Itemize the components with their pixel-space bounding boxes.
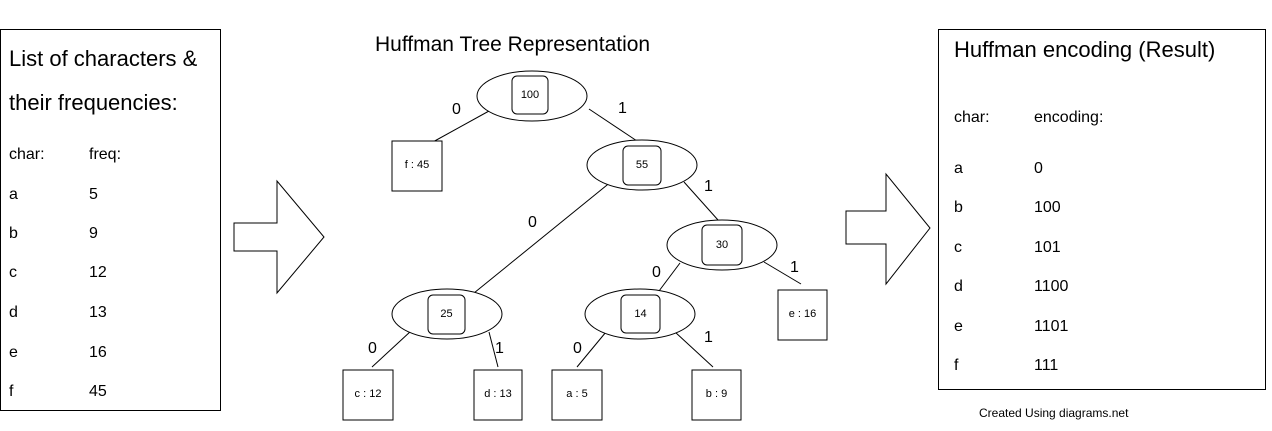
- freq-row-char: d: [9, 304, 18, 321]
- tree-edge: [683, 181, 719, 221]
- tree-edge: [763, 261, 802, 285]
- freq-row-value: 13: [89, 304, 107, 321]
- edge-label: 0: [573, 340, 582, 357]
- edge-label: 1: [618, 100, 627, 117]
- arrow-right-icon: [845, 172, 931, 286]
- tree-node-box: [511, 75, 549, 115]
- freq-row-value: 12: [89, 264, 107, 281]
- encoding-column-header: encoding:: [1034, 109, 1104, 126]
- char-column-header: char:: [954, 109, 990, 126]
- tree-node-box: [622, 145, 662, 186]
- freq-row-char: e: [9, 344, 18, 361]
- tree-edge: [488, 331, 499, 368]
- tree-leaf-label: b : 9: [705, 388, 728, 400]
- tree-edges: [371, 108, 802, 368]
- arrow-right-icon: [233, 179, 325, 295]
- tree-leaf-box: [777, 289, 828, 341]
- tree-edge: [674, 331, 714, 368]
- freq-row-value: 16: [89, 344, 107, 361]
- encoding-row-char: f: [954, 357, 959, 374]
- tree-node-label: 30: [715, 239, 729, 251]
- tree-node-box: [427, 294, 466, 335]
- tree-leaf-label: a : 5: [566, 388, 588, 400]
- footer-credit: Created Using diagrams.net: [979, 406, 1129, 420]
- tree-node-label: 25: [440, 308, 453, 320]
- edge-label: 1: [704, 178, 713, 195]
- freq-column-header: freq:: [89, 146, 122, 163]
- encoding-row-code: 0: [1034, 160, 1043, 177]
- freq-row-char: f: [9, 383, 14, 400]
- encoding-panel-title: Huffman encoding (Result): [954, 37, 1216, 62]
- tree-node-box: [701, 224, 743, 266]
- tree-edge: [588, 108, 641, 144]
- edge-label: 0: [452, 101, 461, 118]
- tree-leaf-label: e : 16: [788, 308, 817, 320]
- frequency-panel-title-line2: their frequencies:: [9, 90, 178, 115]
- tree-edge: [430, 110, 490, 144]
- freq-row-value: 9: [89, 225, 98, 242]
- tree-edge: [576, 331, 607, 368]
- tree-leaf-label: f : 45: [404, 159, 430, 171]
- encoding-row-code: 100: [1034, 199, 1061, 216]
- encoding-row-char: b: [954, 199, 963, 216]
- edge-label: 0: [652, 264, 661, 281]
- tree-leaf-box: [391, 140, 443, 192]
- tree-node-label: 55: [635, 159, 649, 171]
- tree-leaf-box: [551, 369, 603, 421]
- edge-label: 1: [704, 329, 713, 346]
- freq-row-char: c: [9, 264, 17, 281]
- tree-leaf-label: d : 13: [484, 388, 512, 400]
- encoding-panel: [938, 29, 1266, 390]
- encoding-row-char: a: [954, 160, 963, 177]
- freq-row-value: 5: [89, 186, 98, 203]
- encoding-row-char: d: [954, 278, 963, 295]
- tree-leaf-label: c : 12: [354, 388, 382, 400]
- tree-edge: [658, 262, 681, 292]
- frequency-panel: [0, 29, 221, 411]
- tree-edge: [473, 180, 613, 294]
- edge-label: 0: [528, 214, 537, 231]
- tree-node-label: 14: [634, 308, 647, 320]
- tree-node-box: [620, 294, 661, 334]
- edge-label: 1: [790, 259, 799, 276]
- tree-node-label: 100: [520, 89, 540, 101]
- encoding-row-code: 1100: [1034, 278, 1069, 295]
- freq-row-char: a: [9, 186, 18, 203]
- freq-row-char: b: [9, 225, 18, 242]
- tree-title: Huffman Tree Representation: [375, 33, 651, 56]
- encoding-row-code: 1101: [1034, 318, 1069, 335]
- tree-leaf-box: [473, 369, 523, 421]
- tree-leaf-box: [691, 369, 742, 421]
- encoding-row-char: c: [954, 239, 962, 256]
- freq-row-value: 45: [89, 383, 107, 400]
- char-column-header: char:: [9, 146, 45, 163]
- edge-label: 0: [368, 340, 377, 357]
- tree-leaf-box: [342, 369, 394, 421]
- frequency-panel-title-line1: List of characters &: [9, 46, 198, 71]
- edge-label: 1: [495, 340, 504, 357]
- encoding-row-char: e: [954, 318, 963, 335]
- encoding-row-code: 111: [1034, 357, 1059, 374]
- encoding-row-code: 101: [1034, 239, 1061, 256]
- tree-edge: [371, 330, 412, 368]
